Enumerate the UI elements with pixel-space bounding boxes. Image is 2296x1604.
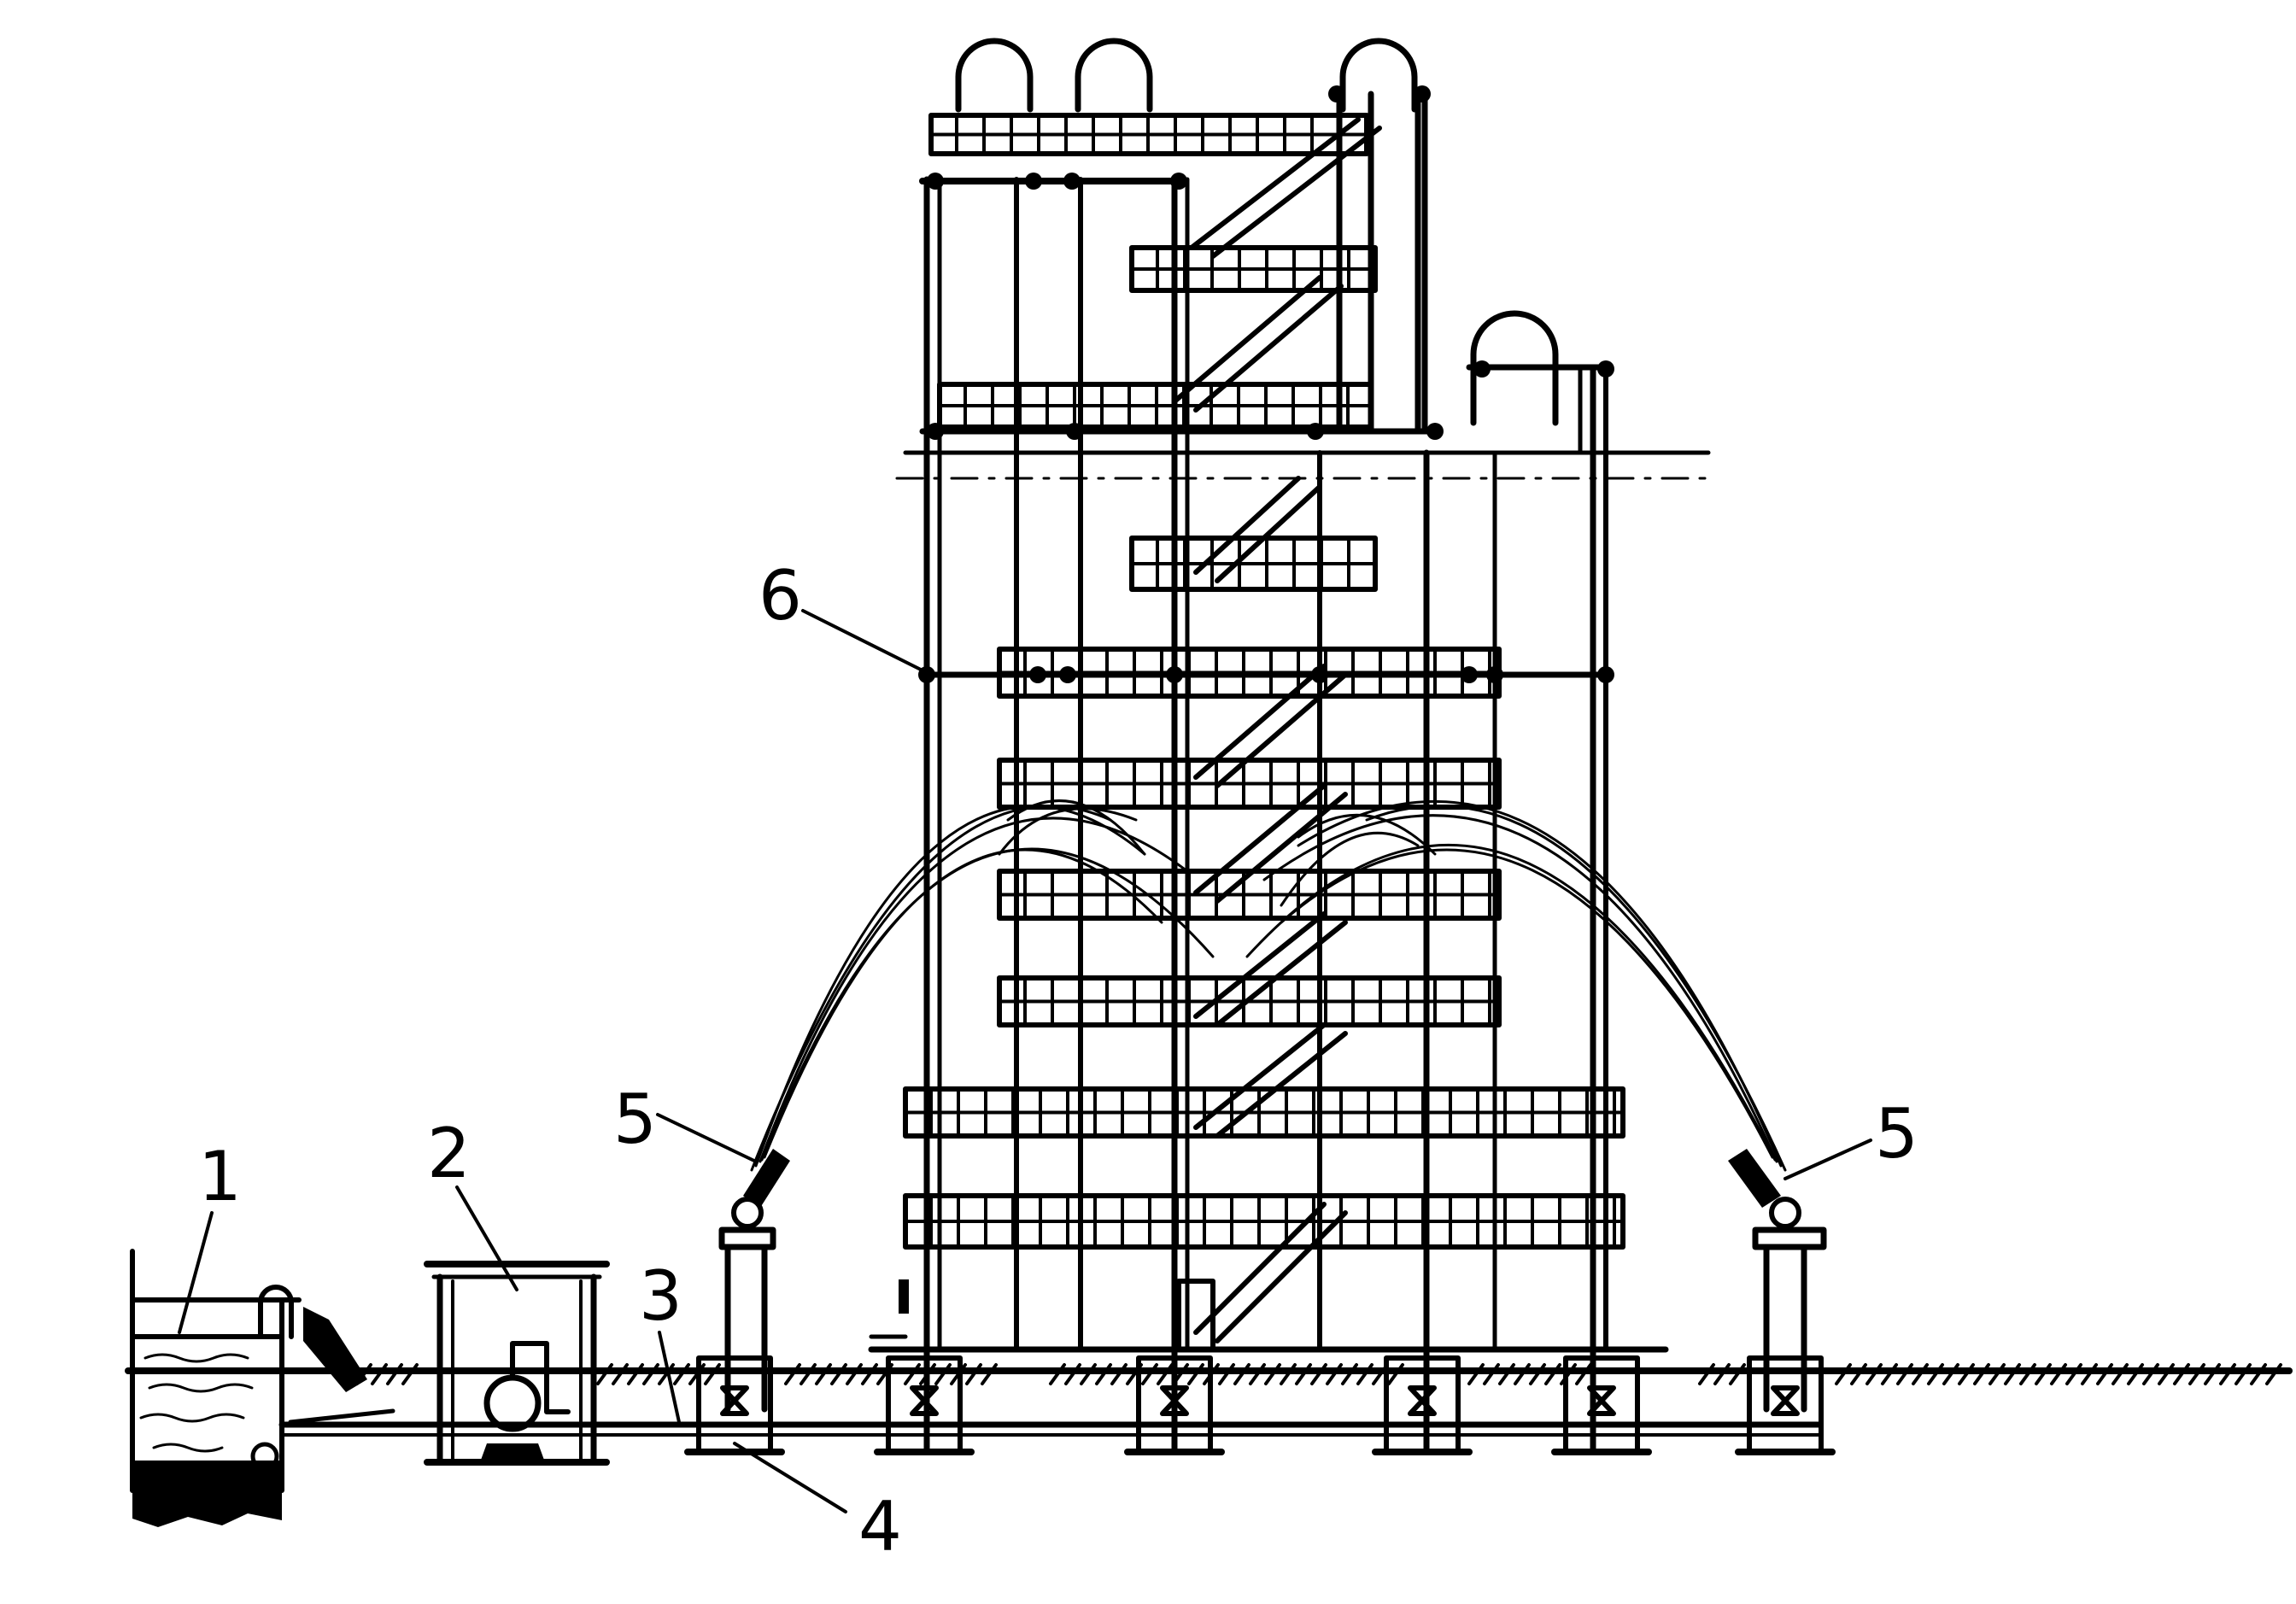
platform-grating	[997, 869, 1502, 921]
foundation-piers	[684, 1355, 1836, 1455]
platform-grating	[1129, 245, 1378, 293]
joint-dot	[927, 173, 944, 190]
joint-dot	[927, 423, 944, 440]
fire-monitor-left	[718, 1149, 790, 1413]
joint-dot	[1328, 85, 1345, 102]
joint-dot	[1307, 423, 1324, 440]
joint-dot	[1461, 666, 1478, 683]
joint-dot	[1486, 666, 1503, 683]
label-monitor-left: 5	[613, 1080, 657, 1159]
joint-dot	[1066, 423, 1083, 440]
joint-dot	[1059, 666, 1076, 683]
water-spray-jets	[750, 799, 1787, 1172]
leader-pump-house	[455, 1185, 518, 1291]
pump-house	[424, 1261, 610, 1466]
platform-grating	[937, 382, 1374, 430]
label-supply-pipe: 3	[639, 1256, 682, 1336]
joint-dot	[1170, 173, 1187, 190]
joint-dot	[1029, 666, 1046, 683]
label-monitor-right: 5	[1875, 1094, 1918, 1174]
pier-with-valve	[684, 1355, 785, 1455]
leader-supply-pipe	[658, 1331, 681, 1424]
joint-dot	[1025, 173, 1042, 190]
platform-grating	[903, 1193, 1625, 1250]
pier-with-valve	[1372, 1355, 1473, 1455]
leader-monitor-right	[1784, 1139, 1872, 1180]
hydrant-valve	[899, 1279, 909, 1314]
pier-with-valve	[1551, 1355, 1652, 1455]
joint-dot	[1311, 666, 1328, 683]
leader-reservoir	[178, 1211, 214, 1334]
joint-dot	[1414, 85, 1431, 102]
joint-dot	[1063, 173, 1081, 190]
label-fixed-spray-ring: 6	[758, 556, 802, 635]
platform-grating	[928, 113, 1369, 156]
platform-grating	[997, 975, 1502, 1027]
leader-fixed-spray-ring	[801, 609, 924, 672]
tower-platforms	[903, 113, 1625, 1250]
joint-dot	[1426, 423, 1444, 440]
pier-with-valve	[1735, 1355, 1836, 1455]
pump	[480, 1341, 571, 1462]
leader-monitor-left	[656, 1113, 758, 1163]
joint-dot	[1166, 666, 1183, 683]
water-reservoir	[130, 1249, 395, 1527]
joint-dot	[1597, 666, 1614, 683]
label-pump-house: 2	[427, 1114, 471, 1193]
joint-dot	[1473, 360, 1491, 378]
joint-dot	[1597, 360, 1614, 378]
platform-grating	[1129, 536, 1378, 592]
label-valve-well: 4	[858, 1487, 902, 1566]
process-tower-structure	[868, 38, 1719, 1455]
platform-grating	[997, 758, 1502, 810]
pier-with-valve	[1124, 1355, 1225, 1455]
pier-with-valve	[874, 1355, 975, 1455]
fire-monitor-right	[1728, 1149, 1827, 1413]
structure-joints	[918, 85, 1614, 683]
platform-grating	[903, 1086, 1625, 1139]
label-reservoir: 1	[198, 1137, 242, 1216]
tower-staircase	[1172, 117, 1382, 1352]
